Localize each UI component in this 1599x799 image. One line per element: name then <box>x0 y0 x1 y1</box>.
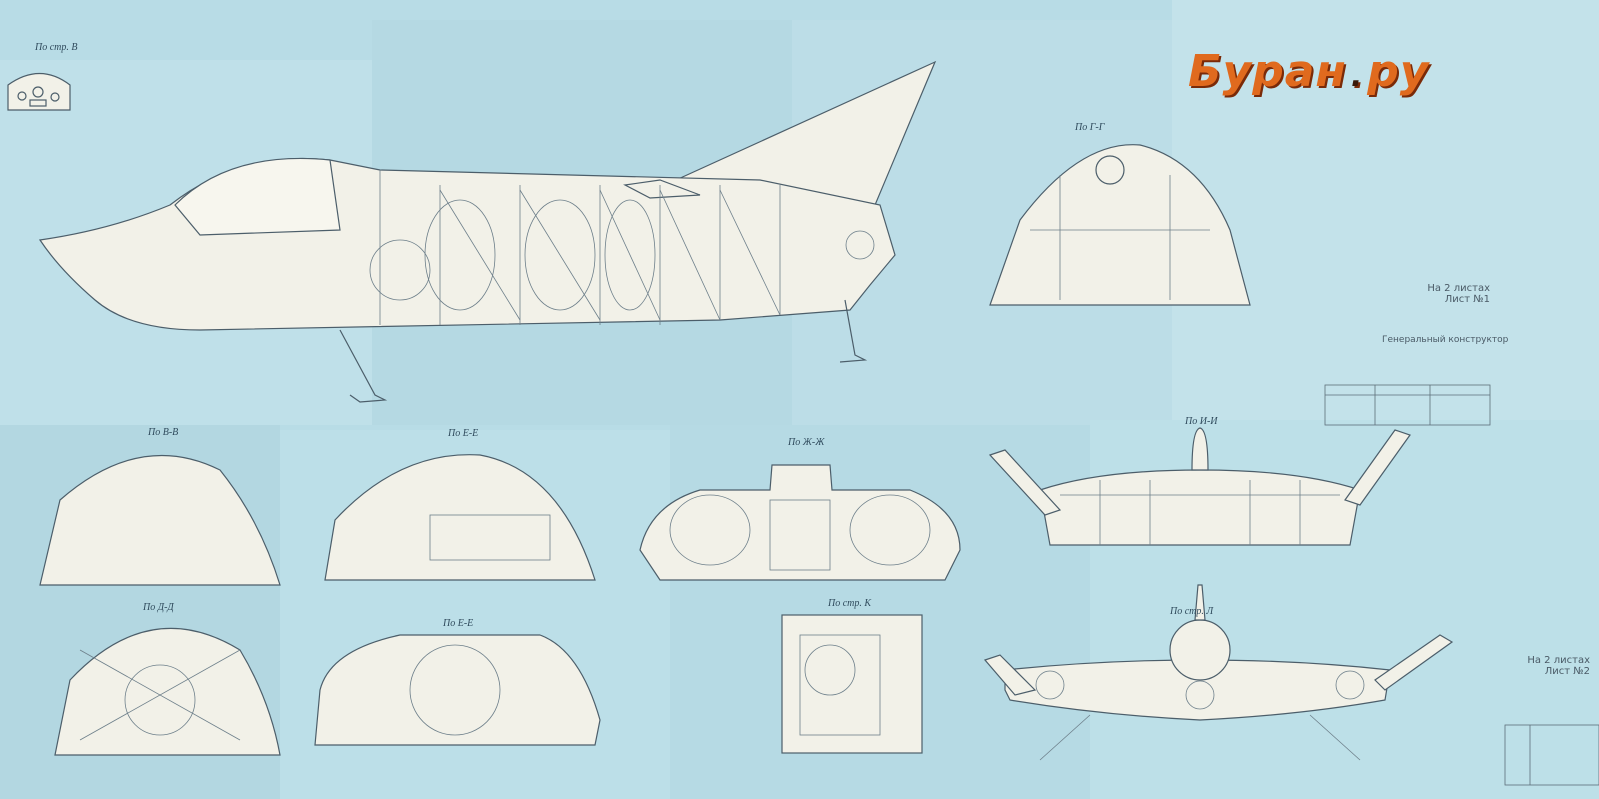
view-label-ee-upper: По Е-Е <box>448 428 479 439</box>
instrument-panel-view <box>7 73 71 111</box>
section-zhzh-view <box>639 464 961 581</box>
section-vv-view <box>39 454 281 586</box>
logo-separator: . <box>1350 59 1364 94</box>
view-label-ee-lower: По Е-Е <box>443 618 474 629</box>
view-label-top-left: По стр. В <box>35 42 78 53</box>
section-ii-view <box>988 427 1411 546</box>
view-label-vv: По В-В <box>148 427 179 438</box>
view-label-ii: По И-И <box>1185 416 1218 427</box>
view-k <box>781 614 923 754</box>
view-label-gg: По Г-Г <box>1075 122 1105 133</box>
section-dd-view <box>54 627 281 756</box>
view-l <box>983 584 1454 721</box>
view-label-l: По стр. Л <box>1170 606 1214 617</box>
title-block <box>1324 384 1599 786</box>
front-section-gg-view <box>989 144 1251 306</box>
logo-left-text: Буран <box>1188 46 1347 97</box>
chief-designer-note: Генеральный конструктор <box>1382 335 1509 345</box>
view-label-dd: По Д-Д <box>143 602 174 613</box>
logo-right-text: ру <box>1367 46 1430 97</box>
section-ee-lower-view <box>314 634 601 746</box>
sheet-count-2: На 2 листах Лист №2 <box>1527 655 1590 677</box>
view-label-k: По стр. К <box>828 598 872 609</box>
section-ee-upper-view <box>324 454 596 581</box>
site-logo[interactable]: Буран.ру <box>1188 46 1429 97</box>
sheet-count-1: На 2 листах Лист №1 <box>1427 283 1490 305</box>
view-label-zhzh: По Ж-Ж <box>788 437 825 448</box>
airframe-side-view <box>38 60 937 403</box>
